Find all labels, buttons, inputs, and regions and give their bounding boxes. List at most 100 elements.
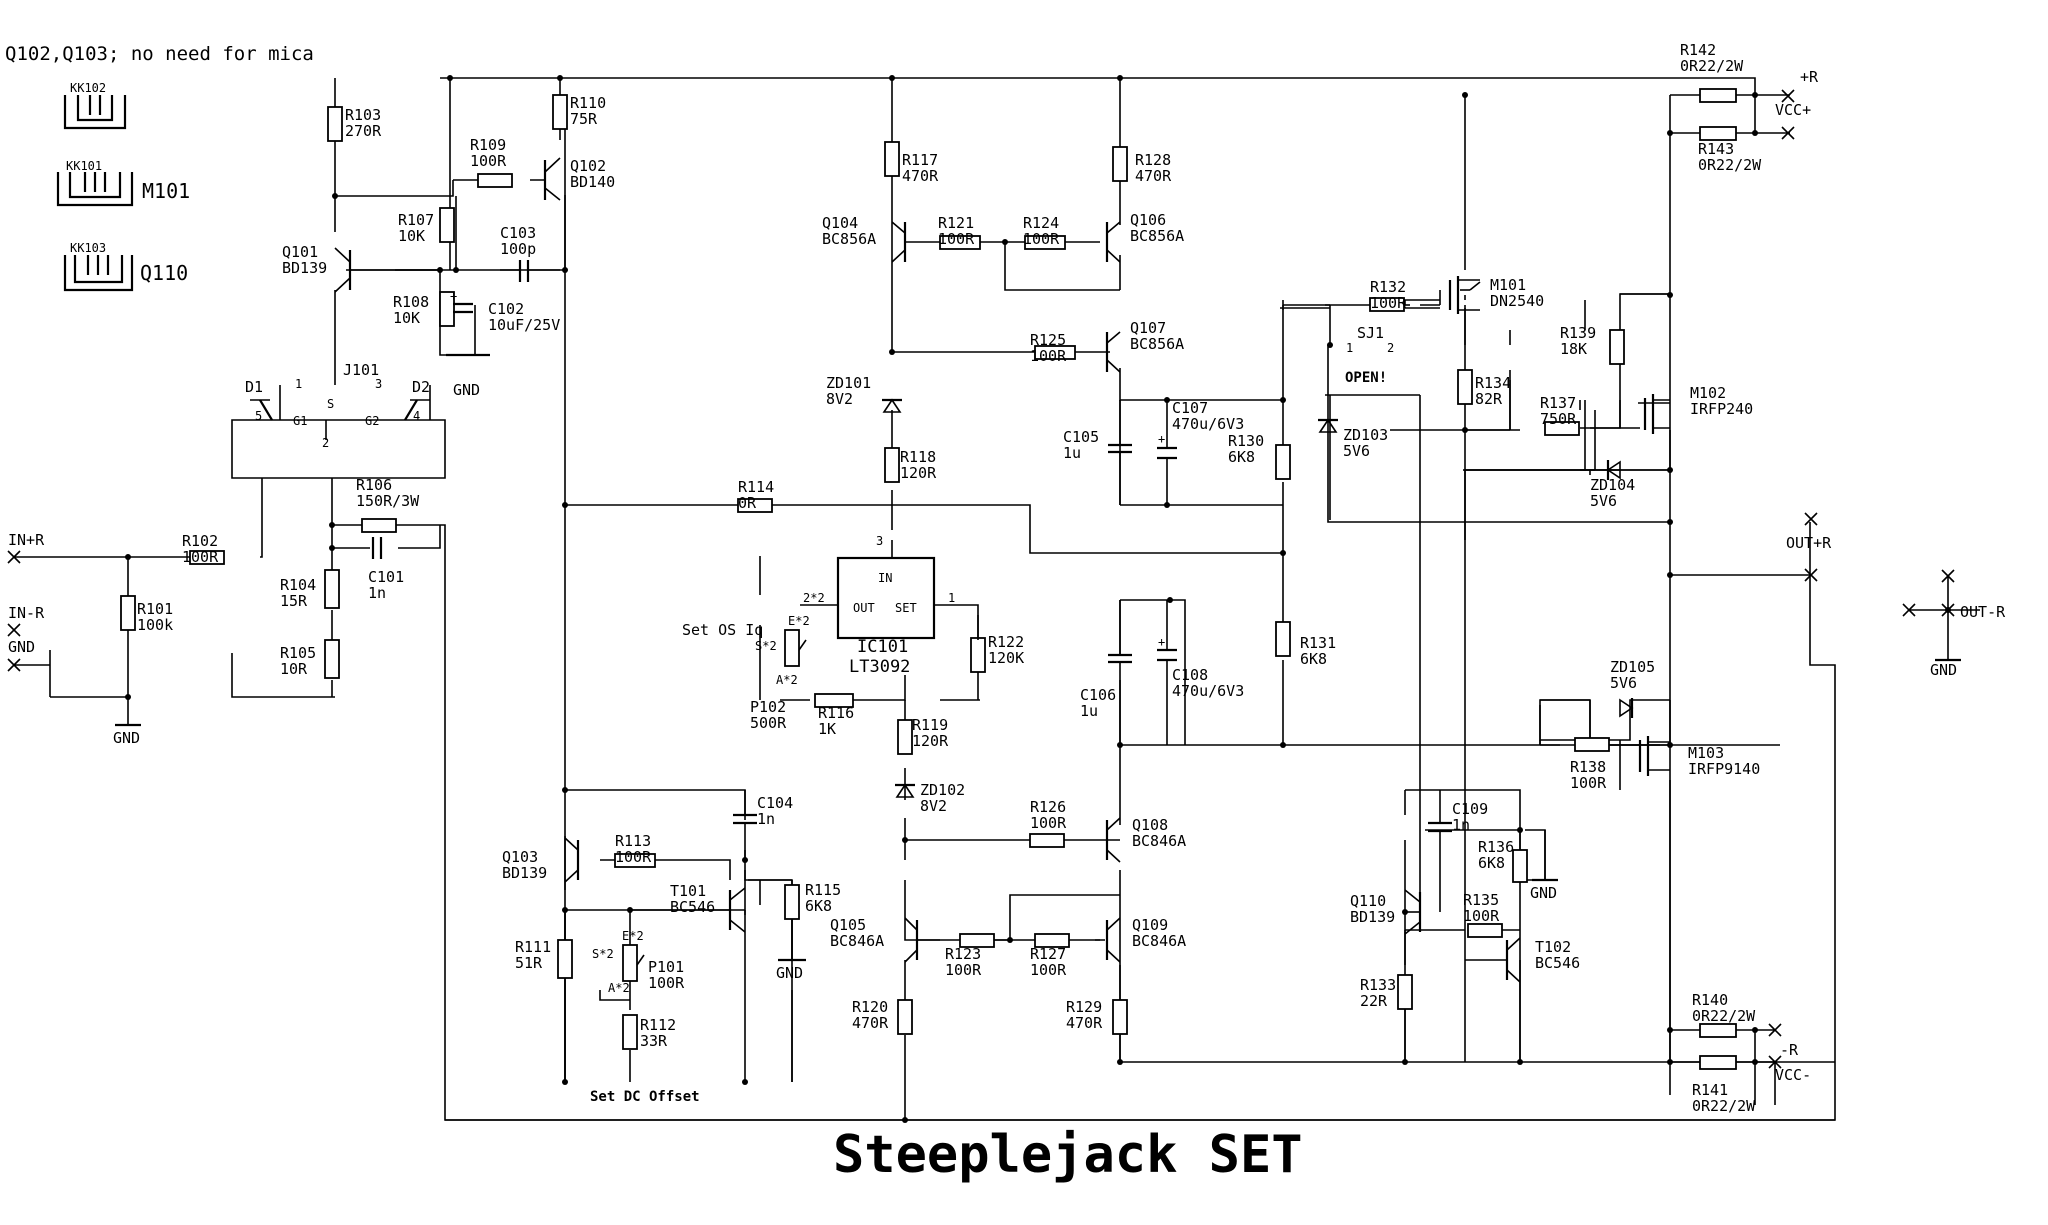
value-zd102: 8V2 — [920, 797, 947, 815]
ref-zd102: ZD102 — [920, 781, 965, 799]
ref-c108: C108 — [1172, 666, 1208, 684]
ref-zd104: ZD104 — [1590, 476, 1635, 494]
j101-pin5: 5 — [255, 409, 262, 423]
capacitor-c103 — [500, 260, 560, 282]
ref-c107: C107 — [1172, 399, 1208, 417]
ref-r132: R132 — [1370, 278, 1406, 296]
value-r135: 100R — [1463, 907, 1500, 925]
d2-label: D2 — [412, 378, 430, 396]
j101-pin4: 4 — [413, 409, 420, 423]
value-r138: 100R — [1570, 774, 1607, 792]
ref-m103: M103 — [1688, 744, 1724, 762]
ref-zd105: ZD105 — [1610, 658, 1655, 676]
transistor-t101 — [630, 887, 746, 933]
value-r129: 470R — [1066, 1014, 1103, 1032]
ref-r103: R103 — [345, 106, 381, 124]
value-c107: 470u/6V3 — [1172, 415, 1244, 433]
resistor-r121 — [939, 235, 981, 250]
port-plus-r: +R — [1800, 68, 1819, 86]
value-q105: BC846A — [830, 932, 884, 950]
value-zd103: 5V6 — [1343, 442, 1370, 460]
ref-q102: Q102 — [570, 157, 606, 175]
value-r102: 100R — [182, 548, 219, 566]
heatsink-kk102-glyph — [63, 95, 127, 130]
port-vcc-plus: VCC+ — [1775, 101, 1811, 119]
ref-q101: Q101 — [282, 243, 318, 261]
port-out-plus-r: OUT+R — [1786, 534, 1832, 552]
resistor-r106 — [361, 518, 397, 533]
ic-part: LT3092 — [849, 657, 910, 677]
ref-r140: R140 — [1692, 991, 1728, 1009]
ref-q103: Q103 — [502, 848, 538, 866]
ref-c103: C103 — [500, 224, 536, 242]
resistor-r142 — [1699, 88, 1737, 103]
transistor-q105 — [904, 917, 919, 963]
heatsink-kk101-glyph — [56, 172, 134, 207]
capacitor-c102: + — [450, 289, 473, 314]
set-os-iq-label: Set OS Iq — [682, 621, 763, 639]
value-r116: 1K — [818, 720, 836, 738]
ref-q107: Q107 — [1130, 319, 1166, 337]
junctions — [125, 75, 1951, 1123]
value-r137: 750R — [1540, 410, 1577, 428]
ground-label-out: GND — [1930, 661, 1957, 679]
port-minus-r: -R — [1780, 1041, 1799, 1059]
capacitor-c107: + — [1157, 430, 1177, 470]
value-r115: 6K8 — [805, 897, 832, 915]
ref-r131: R131 — [1300, 634, 1336, 652]
value-r141: 0R22/2W — [1692, 1097, 1756, 1115]
ref-q108: Q108 — [1132, 816, 1168, 834]
sj1-pin1: 1 — [1346, 341, 1353, 355]
resistor-r101 — [120, 595, 136, 631]
ref-m101: M101 — [1490, 276, 1526, 294]
ref-r129: R129 — [1066, 998, 1102, 1016]
ref-c101: C101 — [368, 568, 404, 586]
resistor-r112 — [622, 1014, 638, 1050]
resistor-r126 — [1029, 833, 1065, 848]
value-zd105: 5V6 — [1610, 674, 1637, 692]
p102-e: E*2 — [788, 614, 810, 628]
ic-pin1: 1 — [948, 591, 955, 605]
value-q101: BD139 — [282, 259, 327, 277]
j101-g2: G2 — [365, 414, 379, 428]
ref-r115: R115 — [805, 881, 841, 899]
p101-e: E*2 — [622, 929, 644, 943]
resistor-r127 — [1034, 933, 1070, 948]
resistor-r120 — [897, 999, 913, 1035]
value-r136: 6K8 — [1478, 854, 1505, 872]
value-zd104: 5V6 — [1590, 492, 1617, 510]
resistor-r103 — [327, 106, 343, 142]
ref-c102: C102 — [488, 300, 524, 318]
ref-r123: R123 — [945, 945, 981, 963]
resistor-r102 — [189, 550, 225, 565]
capacitor-c104 — [733, 790, 757, 860]
sj1-label: SJ1 — [1357, 324, 1384, 342]
j101-pin1: 1 — [295, 377, 302, 391]
ic-pin3: 3 — [876, 534, 883, 548]
ref-r121: R121 — [938, 214, 974, 232]
labels: Q102,Q103; no need for mica KK102 KK101 … — [5, 43, 2006, 1105]
ref-r118: R118 — [900, 448, 936, 466]
value-r105: 10R — [280, 660, 308, 678]
ref-r143: R143 — [1698, 140, 1734, 158]
ref-q105: Q105 — [830, 916, 866, 934]
svg-text:+: + — [1158, 635, 1165, 649]
pot-p102 — [784, 629, 807, 667]
j101-diode-marks — [259, 399, 418, 421]
value-c101: 1n — [368, 584, 386, 602]
p102-s: S*2 — [755, 639, 777, 653]
capacitor-c108: + — [1157, 600, 1177, 745]
resistor-r125 — [1034, 345, 1076, 360]
value-r113: 100R — [615, 848, 652, 866]
ref-t101: T101 — [670, 882, 706, 900]
value-r128: 470R — [1135, 167, 1172, 185]
mosfet-m101 — [1448, 276, 1481, 314]
resistor-r122 — [970, 637, 986, 673]
value-r140: 0R22/2W — [1692, 1007, 1756, 1025]
ref-r104: R104 — [280, 576, 316, 594]
zener-zd103 — [1318, 418, 1338, 433]
j101-g1: G1 — [293, 414, 307, 428]
ref-r119: R119 — [912, 716, 948, 734]
ground-symbols — [115, 353, 1961, 962]
